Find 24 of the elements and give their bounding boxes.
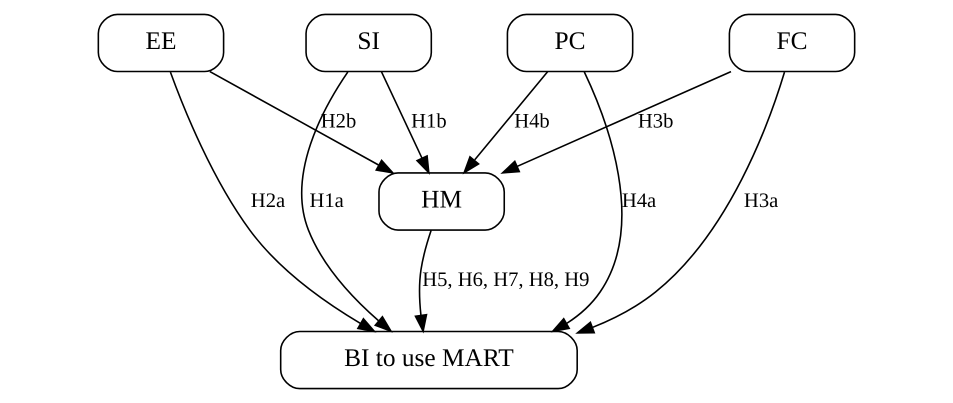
arrow: [380, 71, 430, 175]
arrow: [500, 70, 732, 174]
arrow: [575, 72, 786, 334]
node-box: SI: [305, 14, 432, 72]
node-box: FC: [728, 14, 856, 72]
edge-label: H5, H6, H7, H8, H9: [422, 269, 590, 292]
node-box: HM: [378, 172, 506, 231]
edge-label: H2a: [250, 190, 286, 212]
node-box: PC: [506, 14, 634, 72]
node-box: BI to use MART: [280, 330, 578, 390]
edge-label: H4a: [622, 190, 656, 212]
edge-label: H2b: [320, 110, 356, 133]
arrow: [170, 72, 376, 333]
edge-label: H1b: [411, 110, 447, 133]
edge-label: H3b: [638, 110, 674, 133]
edge-label: H1a: [309, 190, 344, 212]
arrow: [550, 72, 623, 333]
arrow: [301, 72, 393, 333]
arrow: [209, 70, 395, 174]
arrow: [414, 230, 432, 334]
arrow: [462, 71, 548, 174]
edge-label: H3a: [744, 190, 778, 212]
node-box: EE: [98, 14, 224, 72]
edge-label: H4b: [514, 110, 550, 133]
